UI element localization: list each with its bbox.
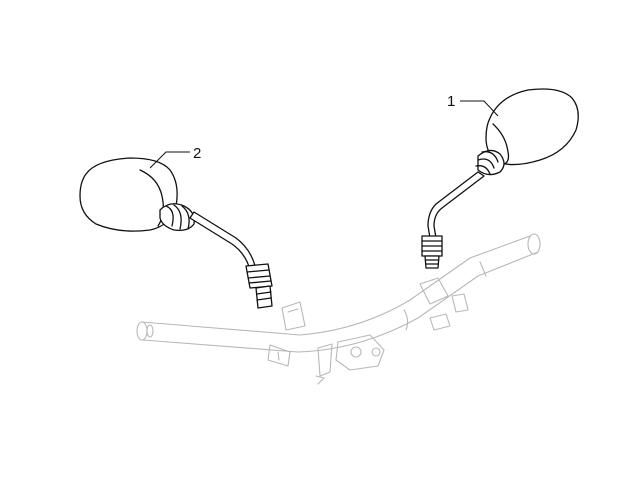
leader-line-1 — [460, 100, 499, 117]
right-mirror-threaded-end — [421, 235, 443, 269]
right-mirror-stem — [427, 171, 485, 239]
callout-2: 2 — [149, 145, 201, 169]
callout-1: 1 — [447, 93, 499, 117]
left-mirror-stem — [189, 211, 257, 271]
right-mirror-head — [485, 88, 579, 166]
leader-line-2 — [149, 151, 190, 169]
callout-label-1: 1 — [447, 93, 455, 110]
left-mirror-threaded-end — [245, 263, 273, 309]
right-mirror-part-1 — [421, 88, 579, 269]
handlebar-assembly — [136, 233, 541, 385]
left-mirror-part-2 — [79, 157, 273, 309]
right-mirror-boot — [475, 149, 505, 176]
left-mirror-boot — [159, 203, 195, 232]
callout-label-2: 2 — [193, 145, 201, 162]
